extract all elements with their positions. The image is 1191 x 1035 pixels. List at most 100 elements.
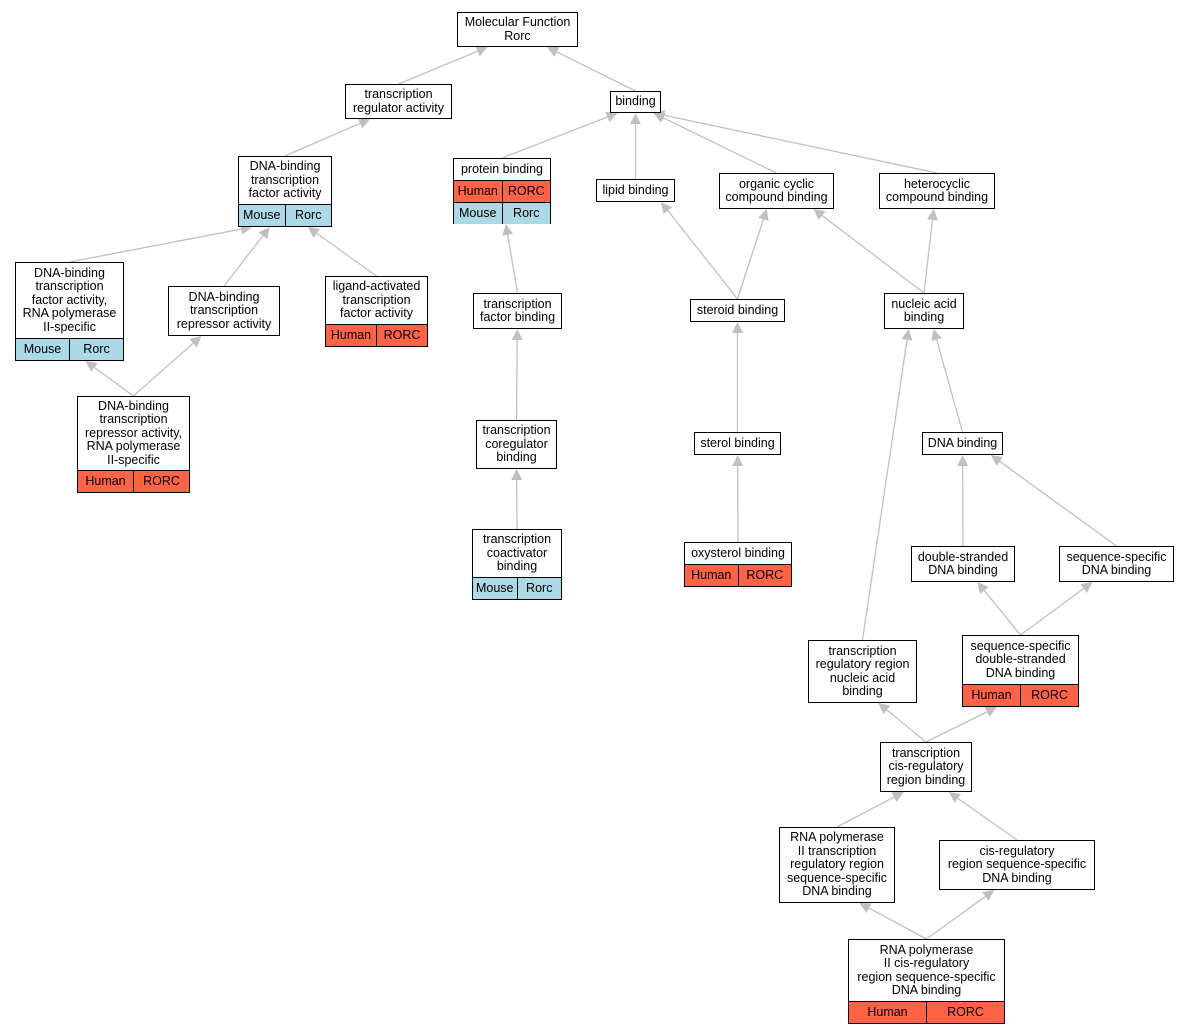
- gene-cell: RORC: [926, 1002, 1004, 1023]
- node-label: steroid binding: [696, 302, 779, 317]
- edge-hetero-to-binding: [663, 114, 938, 174]
- species-cell: Mouse: [475, 580, 514, 595]
- annotation-row: Human RORC: [685, 564, 791, 586]
- edge-arrowhead: [732, 455, 744, 467]
- edge-tfbinding-to-protein: [507, 234, 519, 294]
- gene-cell: Rorc: [516, 578, 562, 599]
- species-cell: Human: [867, 1004, 908, 1019]
- edge-pol2cis-to-cisregss: [926, 895, 986, 940]
- edge-arrowhead: [982, 890, 995, 901]
- annotation-row: Mouse Rorc: [473, 577, 561, 599]
- species-cell: Human: [691, 567, 732, 582]
- gene-cell: Rorc: [69, 339, 123, 360]
- edge-arrowhead: [977, 582, 989, 595]
- node-label: oxysterol binding: [691, 545, 785, 560]
- edge-steroid-to-organic: [736, 219, 764, 300]
- edge-arrowhead: [901, 329, 913, 341]
- node-oxysterol-binding[interactable]: oxysterol binding Human RORC: [684, 542, 792, 587]
- edge-arrowhead: [878, 703, 891, 715]
- edge-dna-to-nucleic: [935, 339, 964, 433]
- edge-coreg-to-tfbinding: [515, 339, 518, 421]
- edge-trrna-to-nucleic: [861, 339, 908, 641]
- edge-arrowhead: [307, 227, 321, 238]
- edge-arrowhead: [813, 209, 826, 221]
- edge-ssdna-to-dna: [999, 460, 1117, 547]
- edge-arrowhead: [927, 209, 938, 221]
- edge-arrowhead: [511, 329, 523, 341]
- annotation-row: Human RORC: [963, 684, 1078, 706]
- edge-cisreg-to-trrna: [886, 709, 927, 743]
- annotation-row: Mouse Rorc: [16, 338, 123, 360]
- node-dna-binding[interactable]: DNA binding: [922, 432, 1003, 455]
- node-sterol-binding[interactable]: sterol binding: [694, 432, 781, 455]
- gene-cell: RORC: [501, 181, 551, 202]
- node-label: sterol binding: [700, 435, 775, 450]
- edge-arrowhead: [547, 46, 560, 57]
- edge-protein-to-binding: [501, 116, 608, 159]
- gene-cell: RORC: [737, 565, 792, 586]
- edge-arrowhead: [891, 792, 904, 802]
- edge-ssdsdna-to-dsdna: [983, 590, 1022, 636]
- node-lipid-binding[interactable]: lipid binding: [596, 179, 675, 202]
- edge-arrowhead: [990, 455, 1003, 466]
- node-steroid-binding[interactable]: steroid binding: [690, 299, 785, 322]
- edge-arrowhead: [605, 111, 618, 123]
- edge-dbtfa-to-tra: [284, 122, 361, 157]
- gene-cell: RORC: [1020, 685, 1078, 706]
- species-cell: Mouse: [23, 341, 62, 356]
- annotation-row: Mouse Rorc: [239, 204, 331, 226]
- species-cell: Human: [85, 473, 126, 488]
- node-binding[interactable]: binding: [610, 91, 661, 113]
- species-cell: Human: [457, 183, 498, 198]
- node-protein-binding[interactable]: protein binding Human RORC Mouse Rorc: [453, 158, 551, 224]
- edge-arrowhead: [984, 706, 997, 717]
- edge-ligand-to-dbtfa: [316, 232, 377, 277]
- edge-arrowhead: [859, 903, 872, 914]
- gene-cell: RORC: [133, 471, 189, 492]
- edge-pol2cis-to-pol2trr: [868, 907, 927, 940]
- node-label: lipid binding: [602, 182, 669, 197]
- edge-arrowhead: [758, 209, 769, 222]
- edge-arrowhead: [258, 227, 270, 240]
- gene-cell: RORC: [376, 325, 427, 346]
- edge-repressor_pol2-to-repressor: [133, 342, 194, 397]
- edge-repressor-to-dbtfa: [223, 235, 264, 287]
- edge-tra-to-mf: [398, 50, 478, 85]
